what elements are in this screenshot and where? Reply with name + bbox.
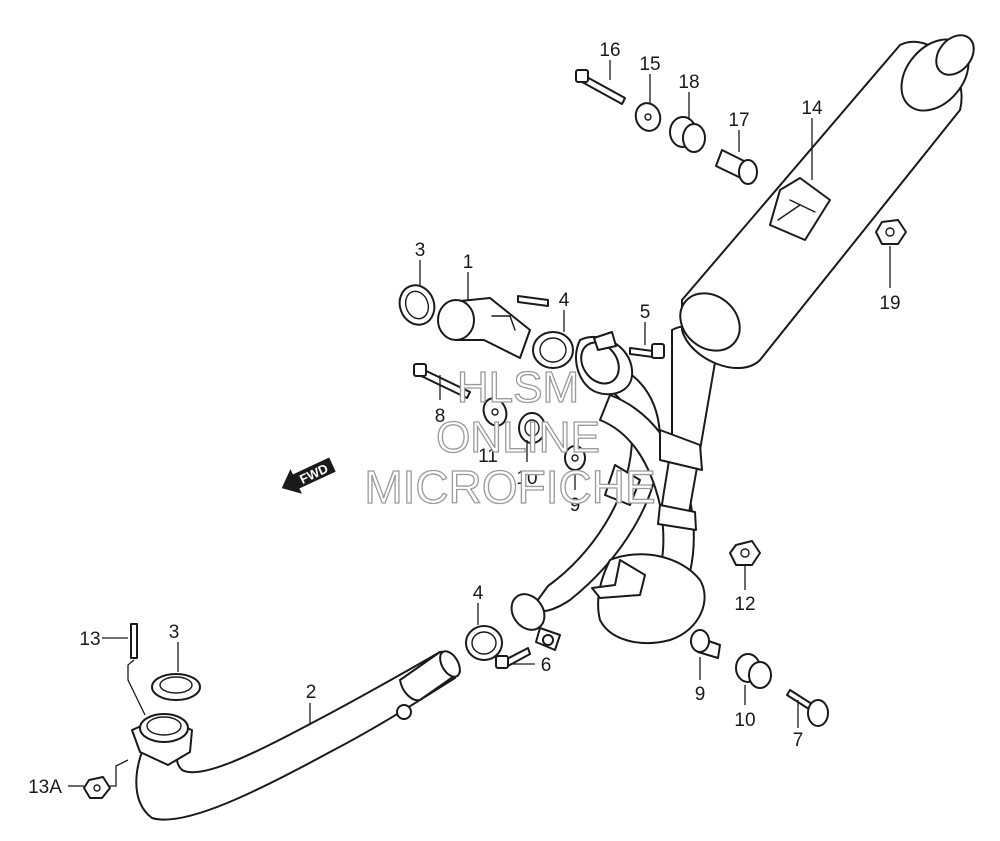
nut-part-13a[interactable]	[83, 776, 111, 799]
callout-13: 13	[79, 629, 100, 650]
callout-9-lower: 9	[695, 684, 706, 705]
bolt-part-5[interactable]	[629, 343, 665, 359]
washer-part-11[interactable]	[480, 395, 510, 429]
muffler[interactable]	[669, 26, 982, 370]
callout-6: 6	[541, 655, 552, 676]
stud-bolt-part-13[interactable]	[130, 623, 138, 659]
callout-5: 5	[640, 302, 651, 323]
cushion-part-10-upper[interactable]	[518, 412, 546, 444]
callout-12: 12	[734, 594, 755, 615]
connector-part-4-upper[interactable]	[532, 331, 574, 369]
callout-3-upper: 3	[415, 240, 426, 261]
bolt-part-16[interactable]	[575, 69, 626, 105]
callout-17: 17	[728, 110, 749, 131]
callout-1: 1	[463, 252, 474, 273]
callout-8: 8	[435, 406, 446, 427]
callout-2: 2	[306, 682, 317, 703]
callout-7: 7	[793, 730, 804, 751]
callout-3-lower: 3	[169, 622, 180, 643]
collar-part-9-lower[interactable]	[690, 629, 721, 659]
watermark-line-2: ONLINE	[436, 413, 600, 462]
fwd-label: FWD	[297, 461, 330, 487]
bolt-part-6[interactable]	[495, 647, 531, 669]
callout-14: 14	[801, 98, 823, 119]
gasket-part-3-upper[interactable]	[394, 280, 440, 329]
connector-part-4-lower[interactable]	[465, 625, 503, 661]
joint-pipe-part-1[interactable]	[437, 297, 531, 359]
leader-lines	[68, 60, 891, 787]
watermark-line-1: HLSM	[457, 363, 579, 412]
callout-18: 18	[678, 72, 699, 93]
bolt-part-8[interactable]	[413, 363, 471, 399]
callout-labels: 16 15 18 17 14 3 1 4 5 19 8 11 10 9 12 4…	[28, 40, 900, 798]
front-exhaust-pipe[interactable]	[131, 648, 464, 821]
callout-11: 11	[478, 446, 498, 467]
gasket-part-3-lower[interactable]	[151, 673, 201, 701]
cushion-part-18[interactable]	[669, 116, 706, 153]
forward-arrow-icon: FWD	[281, 457, 336, 494]
bolt-part-7[interactable]	[786, 689, 829, 727]
washer-part-15[interactable]	[632, 100, 664, 135]
callout-15: 15	[639, 54, 660, 75]
cushion-part-10-lower[interactable]	[735, 653, 772, 689]
callout-4-upper: 4	[559, 290, 570, 311]
nut-part-12[interactable]	[729, 540, 761, 566]
watermark: HLSM ONLINE MICROFICHE	[364, 362, 657, 513]
callout-9-upper: 9	[570, 495, 581, 516]
sleeve-part-17[interactable]	[715, 149, 758, 185]
nut-part-19[interactable]	[875, 219, 907, 245]
callout-13a: 13A	[28, 777, 62, 798]
small-bolt-part-1-clamp[interactable]	[517, 295, 549, 307]
callout-19: 19	[879, 293, 900, 314]
callout-10-lower: 10	[734, 710, 755, 731]
callout-16: 16	[599, 40, 620, 61]
callout-10-upper: 10	[516, 468, 537, 489]
watermark-line-3: MICROFICHE	[364, 461, 655, 513]
callout-4-lower: 4	[473, 583, 484, 604]
